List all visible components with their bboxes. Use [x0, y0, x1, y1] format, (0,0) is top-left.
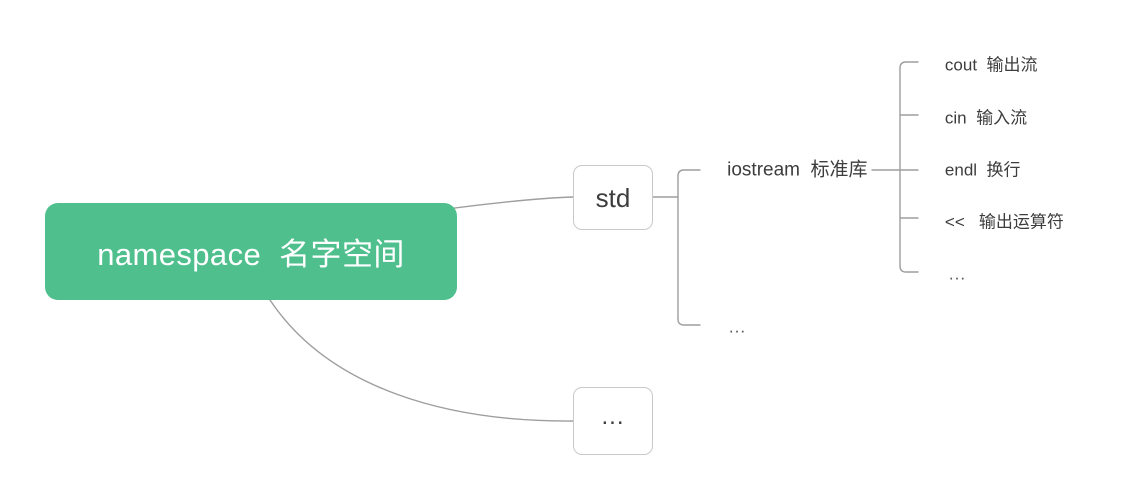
node-iostream-more-label: ... — [948, 264, 967, 284]
node-std[interactable]: std — [573, 165, 653, 230]
node-cout[interactable]: cout 输出流 — [926, 40, 1038, 91]
node-shift-operator-label: << 输出运算符 — [944, 212, 1064, 232]
root-node[interactable]: namespace 名字空间 — [45, 203, 457, 300]
elbow-iostream-more — [899, 265, 919, 273]
root-node-label: namespace 名字空间 — [97, 237, 405, 272]
node-cout-label: cout 输出流 — [944, 55, 1038, 75]
node-cin[interactable]: cin 输入流 — [926, 93, 1027, 144]
node-root-more[interactable]: ... — [573, 387, 653, 455]
node-iostream-label: iostream 标准库 — [727, 159, 868, 181]
node-std-label: std — [595, 182, 631, 213]
edge-root-more — [269, 299, 574, 422]
node-std-more-label: ... — [728, 317, 747, 337]
node-std-more[interactable]: ... — [706, 302, 746, 353]
node-root-more-label: ... — [601, 403, 625, 430]
edge-root-std — [439, 196, 574, 211]
elbow-iostream — [677, 169, 701, 177]
elbow-cout — [899, 61, 919, 69]
node-cin-label: cin 输入流 — [944, 108, 1028, 128]
node-iostream[interactable]: iostream 标准库 — [706, 142, 868, 199]
node-endl-label: endl 换行 — [944, 160, 1021, 180]
node-iostream-more[interactable]: ... — [926, 249, 966, 300]
node-shift-operator[interactable]: << 输出运算符 — [926, 197, 1064, 248]
node-endl[interactable]: endl 换行 — [926, 145, 1021, 196]
elbow-std-more — [677, 318, 701, 326]
